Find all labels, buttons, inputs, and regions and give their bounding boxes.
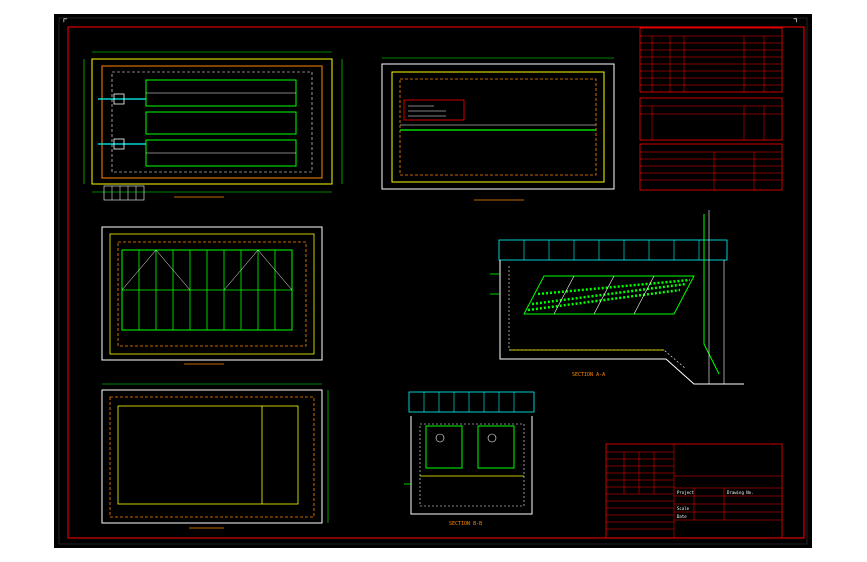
title-date: Date	[677, 514, 687, 519]
sheet-edge	[58, 17, 808, 545]
corner-mark-tl: ⌜	[62, 16, 69, 29]
section-aa-label: SECTION A-A	[572, 372, 605, 378]
title-project: Project	[677, 490, 694, 495]
plan-view-1	[83, 51, 343, 201]
equipment-tables	[639, 27, 783, 191]
plan-view-2	[381, 57, 615, 201]
outer-red-frame	[67, 26, 805, 539]
title-drawing-no: Drawing No.	[727, 490, 754, 495]
section-aa: SECTION A-A	[490, 210, 744, 385]
section-bb: SECTION B-B	[404, 391, 535, 527]
drawing-sheet: ⌝ ⌜	[58, 16, 808, 545]
section-bb-label: SECTION B-B	[449, 521, 482, 527]
corner-mark-tr: ⌝	[792, 16, 799, 29]
plan-view-4	[101, 383, 329, 529]
title-block: Project Drawing No. Scale Date	[605, 443, 783, 539]
plan-view-3	[101, 226, 323, 365]
cad-canvas[interactable]: ⌝ ⌜	[54, 14, 812, 548]
title-scale: Scale	[677, 506, 690, 511]
